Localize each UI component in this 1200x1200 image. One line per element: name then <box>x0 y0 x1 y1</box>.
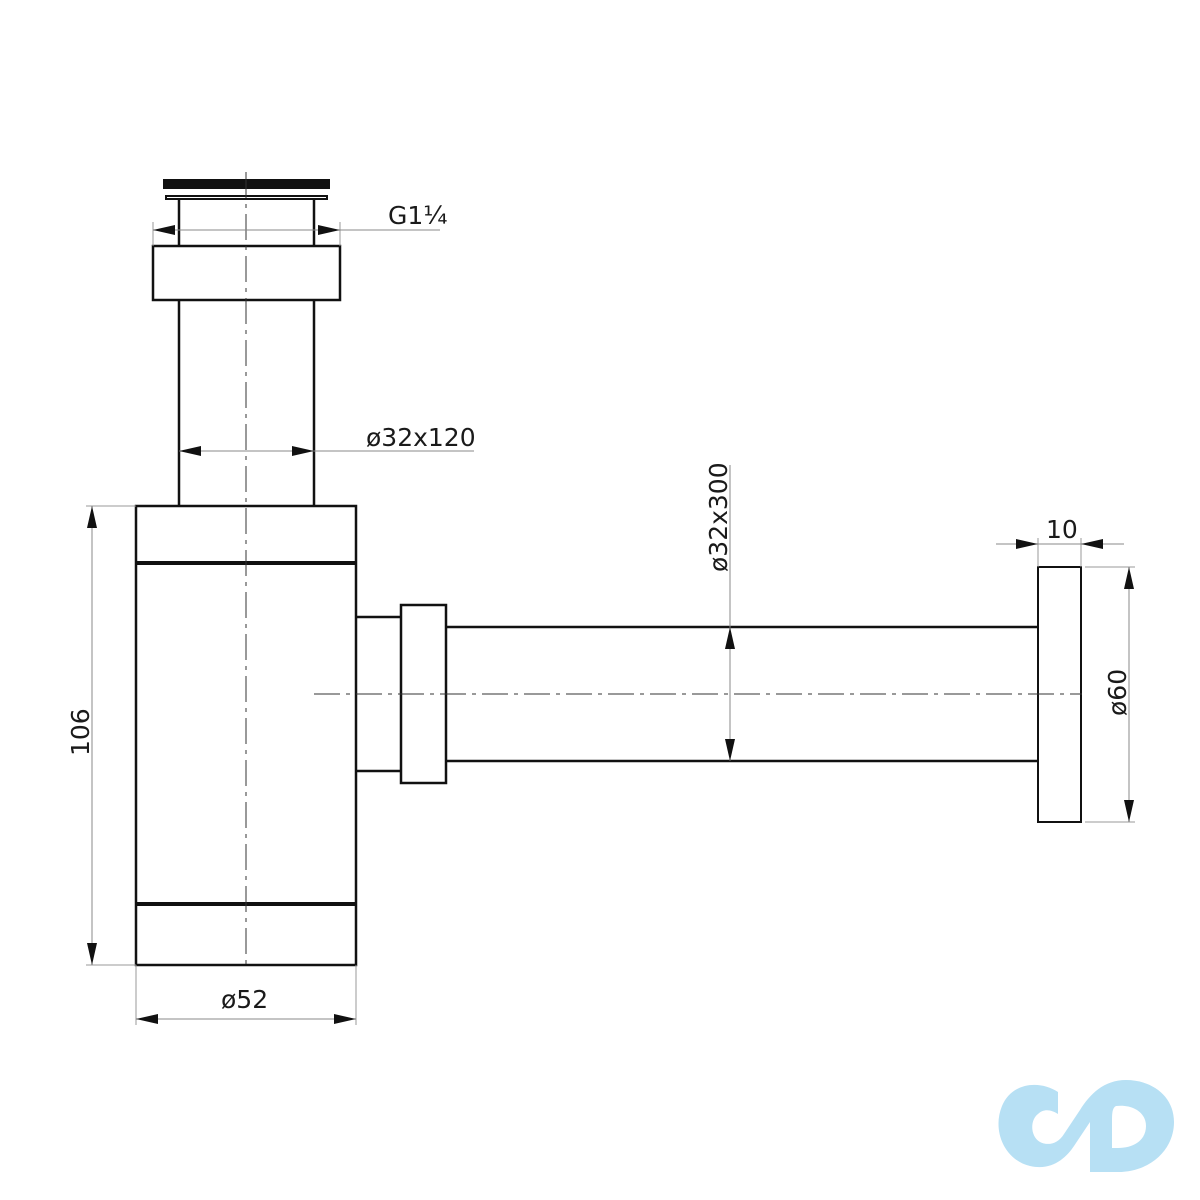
inlet-pipe-label: ø32x120 <box>366 423 476 452</box>
outlet-pipe <box>446 625 1038 763</box>
dimension-flange-thickness: 10 <box>996 515 1124 567</box>
dimension-flange-diameter: ø60 <box>1085 566 1135 823</box>
center-lines <box>245 172 1082 968</box>
outlet-pipe-label: ø32x300 <box>704 462 733 572</box>
dimension-outlet-pipe: ø32x300 <box>704 462 735 761</box>
dimension-thread: G1¼ <box>152 201 448 246</box>
inlet-pipe <box>177 300 316 506</box>
thread-size-label: G1¼ <box>388 201 448 230</box>
dimension-body-height: 106 <box>66 505 136 966</box>
flange-thickness-label: 10 <box>1046 515 1078 544</box>
body-diameter-label: ø52 <box>221 985 268 1014</box>
body-height-label: 106 <box>66 708 95 756</box>
dimension-inlet-pipe: ø32x120 <box>179 423 476 456</box>
dimension-body-diameter: ø52 <box>135 965 357 1025</box>
flange-diameter-label: ø60 <box>1103 669 1132 716</box>
infinity-cd-logo-icon <box>998 1080 1174 1172</box>
